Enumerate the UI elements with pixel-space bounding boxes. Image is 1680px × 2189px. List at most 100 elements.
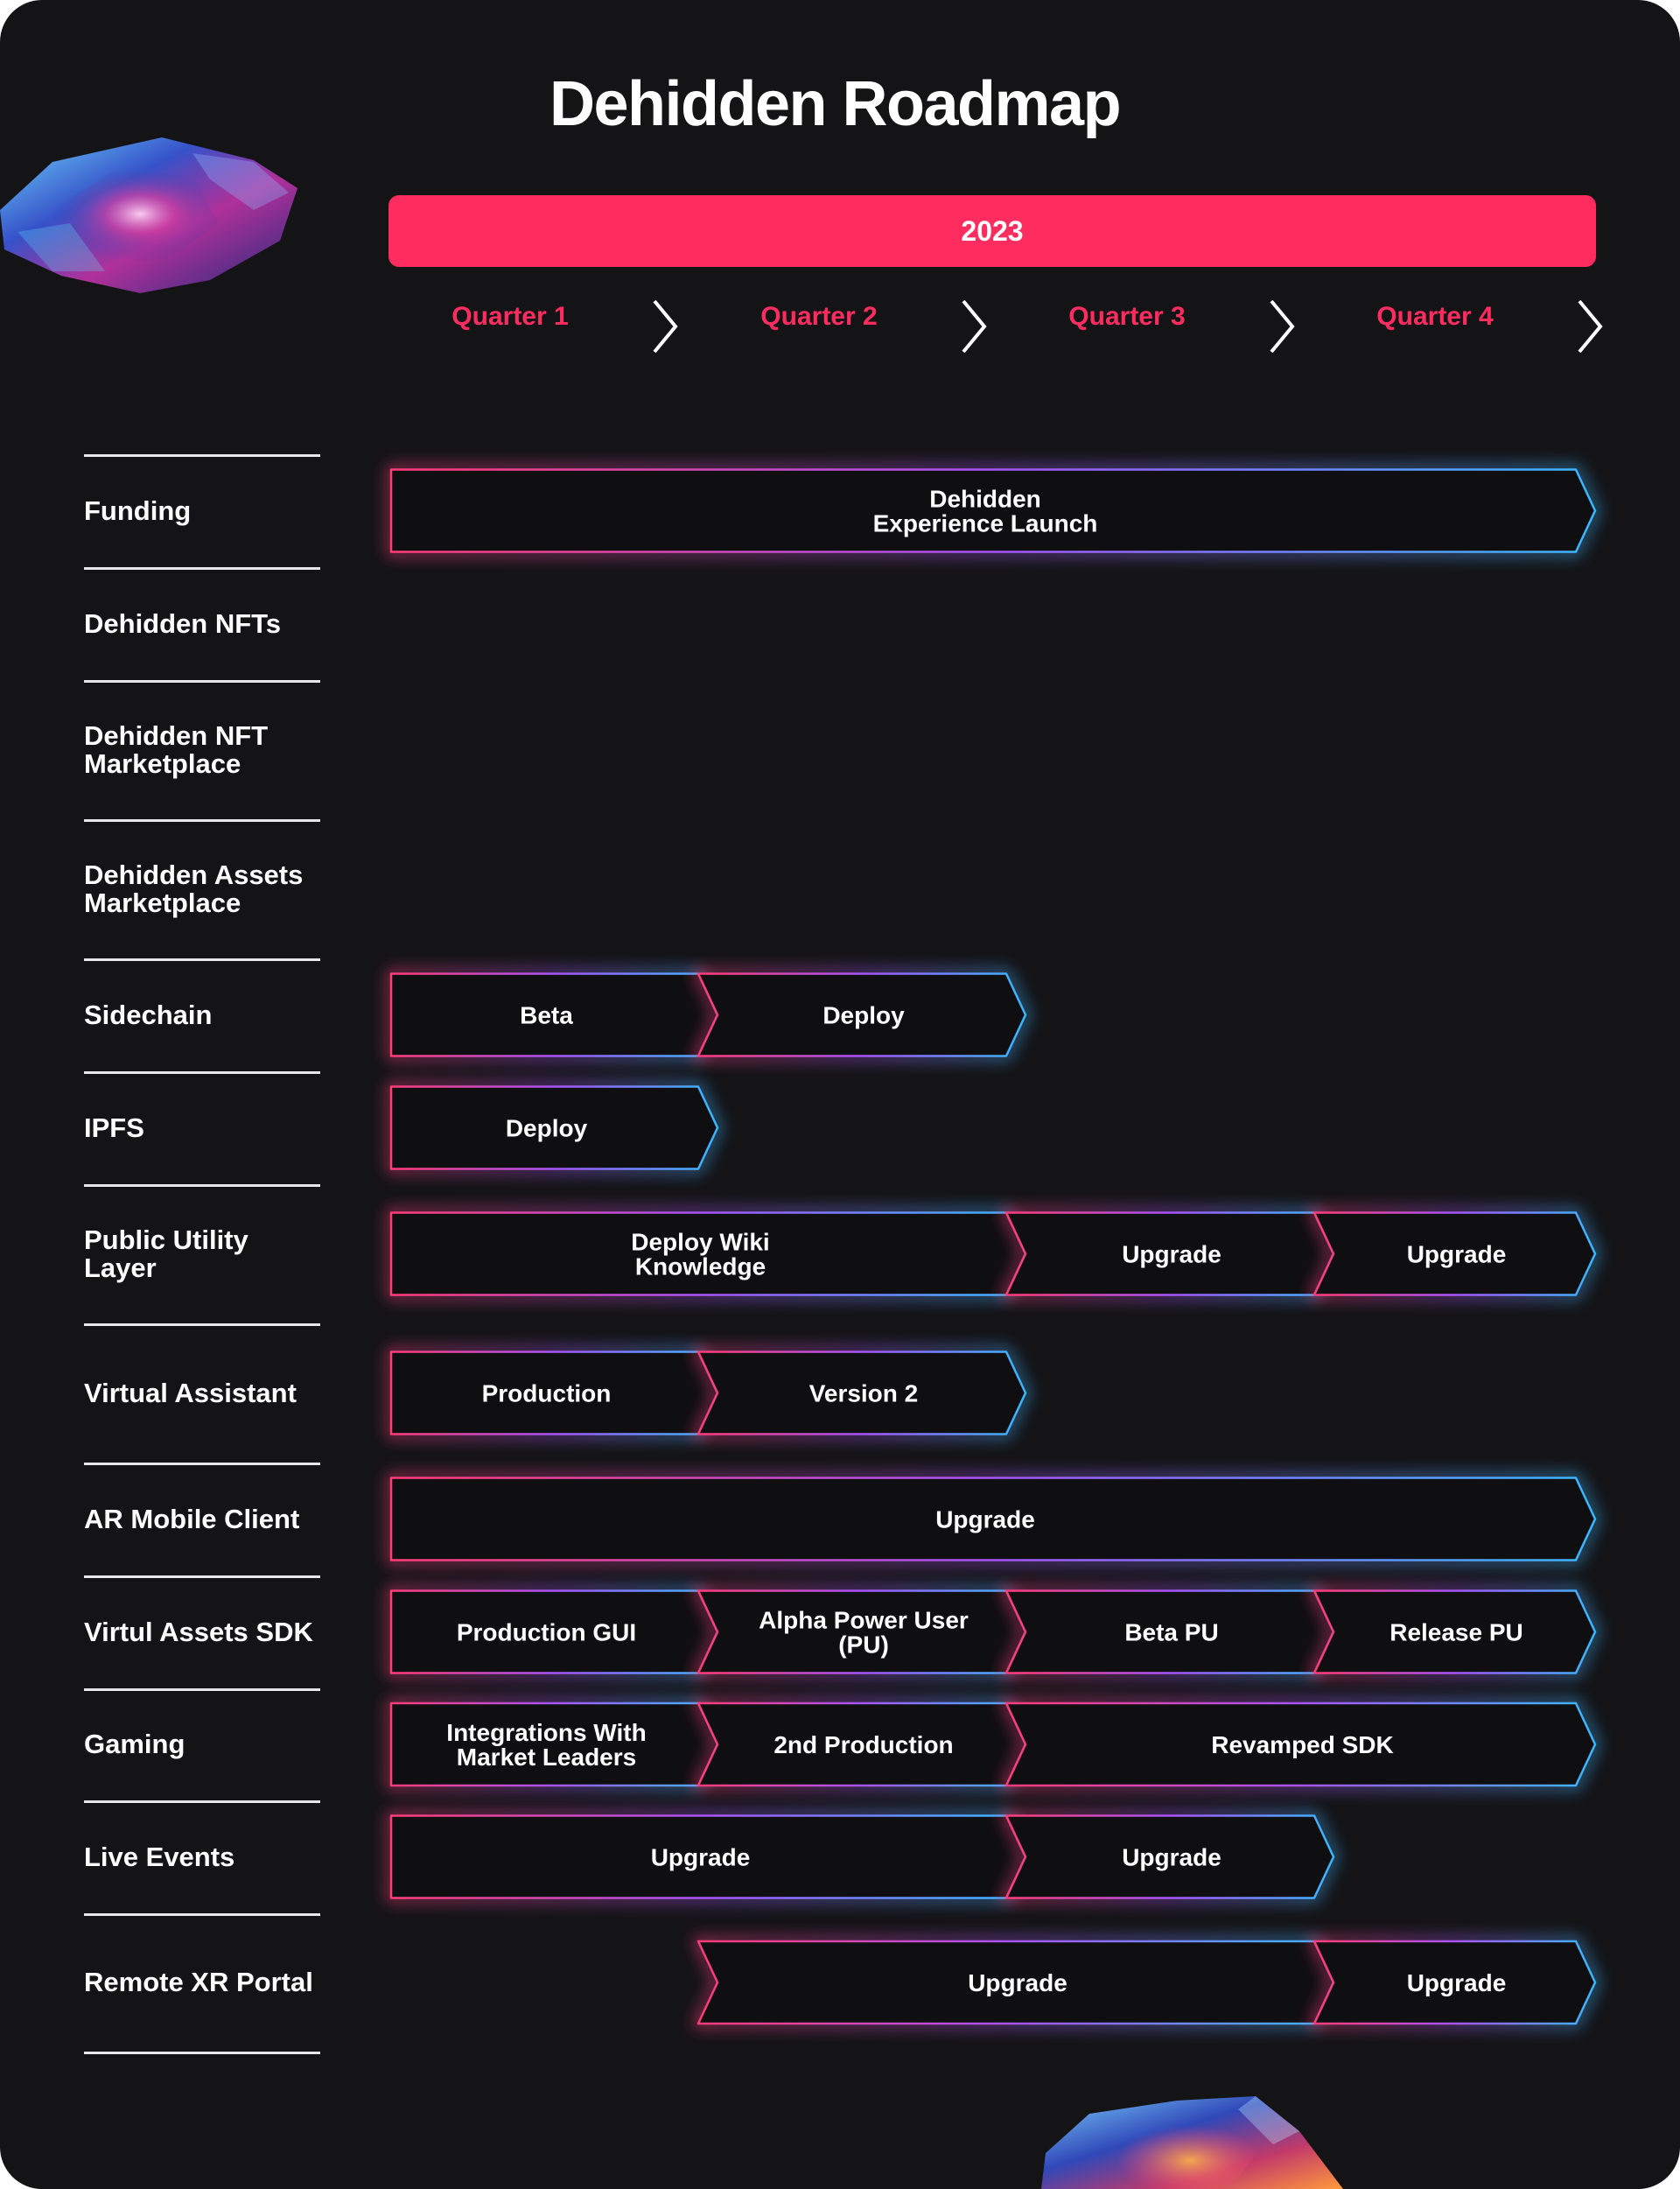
milestone-label: Upgrade: [1407, 1969, 1507, 1996]
quarter-label-2: Quarter 2: [760, 302, 878, 331]
row-divider: [84, 1688, 320, 1691]
milestone-label: Release PU: [1390, 1619, 1523, 1646]
milestone-label: Beta: [520, 1002, 573, 1029]
milestone-bar: [1004, 1814, 1335, 1899]
row-label: Gaming: [84, 1688, 338, 1800]
roadmap-milestone: Upgrade: [388, 1812, 1030, 1902]
roadmap-milestone: 2nd Production: [692, 1700, 1030, 1789]
chevron-right-icon: [962, 299, 987, 354]
quarter-label-1: Quarter 1: [452, 302, 569, 331]
milestone-bar: [696, 972, 1027, 1057]
row-label: Funding: [84, 454, 338, 567]
roadmap-milestone: Production GUI: [388, 1587, 722, 1677]
row-divider: [84, 680, 320, 683]
roadmap-milestone: Beta: [388, 970, 722, 1060]
roadmap-milestone: Release PU: [1308, 1587, 1600, 1677]
row-label: Remote XR Portal: [84, 1913, 338, 2052]
row-label: Live Events: [84, 1800, 338, 1913]
roadmap-milestone: Beta PU: [1000, 1587, 1338, 1677]
roadmap-milestone: Revamped SDK: [1000, 1700, 1600, 1789]
milestone-label: Upgrade: [651, 1844, 751, 1871]
milestone-bar: [1312, 1211, 1597, 1296]
milestone-label: Deploy: [822, 1002, 905, 1029]
milestone-bar: [389, 468, 1597, 553]
row-divider: [84, 819, 320, 822]
roadmap-milestone: Deploy: [692, 970, 1030, 1060]
row-label-text: Dehidden NFTs: [84, 607, 282, 639]
row-divider: [84, 1184, 320, 1187]
quarter-label-3: Quarter 3: [1068, 302, 1186, 331]
roadmap-milestone: Upgrade: [388, 1474, 1600, 1564]
crystal-gem-image: [0, 137, 298, 293]
milestone-bar: [696, 1351, 1027, 1435]
milestone-label: Beta PU: [1124, 1619, 1218, 1646]
chevron-right-icon: [1270, 299, 1295, 354]
milestone-label: Production: [482, 1380, 612, 1407]
roadmap-milestone: Production: [388, 1348, 722, 1438]
row-label-text: Live Events: [84, 1841, 235, 1872]
milestone-bar: [389, 1477, 1597, 1561]
row-divider: [84, 958, 320, 961]
row-label-text: Virtul Assets SDK: [84, 1616, 313, 1647]
quarter-label-4: Quarter 4: [1376, 302, 1494, 331]
row-label-text: IPFS: [84, 1112, 144, 1143]
milestone-bar: [1004, 1701, 1597, 1787]
milestone-label: 2nd Production: [774, 1731, 953, 1758]
row-divider: [84, 1575, 320, 1578]
chevron-right-icon: [653, 299, 678, 354]
roadmap-milestone: Version 2: [692, 1348, 1030, 1438]
roadmap-milestone: Upgrade: [1000, 1812, 1338, 1902]
milestone-label: Deploy: [506, 1115, 588, 1142]
row-divider: [84, 1463, 320, 1465]
row-label: IPFS: [84, 1071, 338, 1184]
milestone-label: Upgrade: [935, 1506, 1035, 1533]
row-label: Virtul Assets SDK: [84, 1575, 338, 1688]
row-divider: [84, 1800, 320, 1803]
roadmap-milestone: Deploy: [388, 1083, 722, 1173]
milestone-bar: [1312, 1940, 1597, 2025]
row-label-text: Funding: [84, 495, 192, 526]
row-divider: [84, 1913, 320, 1916]
row-label-text: Gaming: [84, 1729, 186, 1759]
row-label: Virtual Assistant: [84, 1323, 338, 1463]
row-label: Dehidden NFTs: [84, 567, 338, 680]
milestone-label: Alpha Power User(PU): [759, 1607, 969, 1659]
row-label: Sidechain: [84, 958, 338, 1071]
row-divider: [84, 567, 320, 570]
row-label-text: AR Mobile Client: [84, 1503, 300, 1534]
row-divider: [84, 454, 320, 457]
milestone-label: Upgrade: [1407, 1241, 1507, 1268]
milestone-label: Upgrade: [968, 1969, 1068, 1996]
row-divider: [84, 1071, 320, 1074]
milestone-label: Upgrade: [1122, 1241, 1222, 1268]
roadmap-milestone: Upgrade: [1308, 1209, 1600, 1299]
row-label-text: Remote XR Portal: [84, 1967, 313, 1997]
milestone-label: Production GUI: [457, 1619, 636, 1646]
row-label: AR Mobile Client: [84, 1463, 338, 1575]
milestone-label: Version 2: [809, 1380, 919, 1407]
page-title: Dehidden Roadmap: [550, 69, 1122, 139]
roadmap-milestone: Upgrade: [1000, 1209, 1338, 1299]
roadmap-milestone: Upgrade: [1308, 1938, 1600, 2027]
year-header: 2023: [388, 195, 1596, 267]
row-divider: [84, 1323, 320, 1326]
crystal-gem-image: [1041, 2096, 1343, 2189]
year-label: 2023: [961, 214, 1024, 247]
roadmap-milestone: Alpha Power User(PU): [692, 1587, 1030, 1677]
row-divider: [84, 2052, 320, 2054]
roadmap-milestone: Upgrade: [692, 1938, 1338, 2027]
row-label-text: Virtual Assistant: [84, 1377, 297, 1408]
